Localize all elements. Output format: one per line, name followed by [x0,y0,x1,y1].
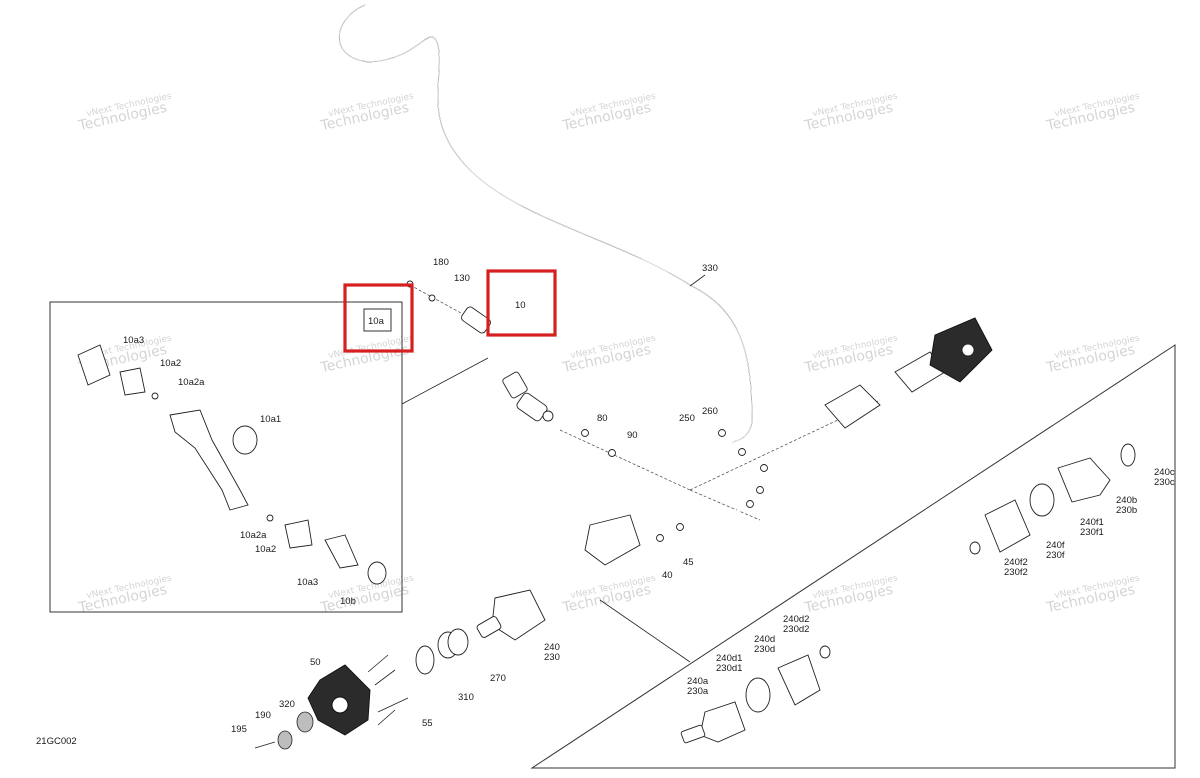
label-320: 320 [279,699,295,710]
bolts-250 [664,439,746,529]
label-190: 190 [255,710,271,721]
label-270: 270 [490,673,506,684]
label-240d1: 240d1 [716,653,742,664]
label-130: 130 [454,273,470,284]
label-240f2: 240f2 [1004,557,1028,568]
label-10a3-bot: 10a3 [297,577,318,588]
inset-frame [49,301,403,613]
label-230f1: 230f1 [1080,527,1104,538]
breather-hose [339,4,753,443]
nuts-260 [718,429,768,508]
label-90: 90 [627,430,638,441]
detail-pointer [599,599,691,663]
label-240: 240 [544,642,560,653]
nut-80 [581,429,589,437]
inset-parts [77,344,387,585]
label-230f: 230f [1046,550,1065,561]
label-10a: 10a [368,316,385,327]
label-10a1: 10a1 [260,414,281,425]
callout-labels: 180 130 10 330 10a 10a3 10a2 10a2a 10a1 … [36,257,1175,747]
nut-40 [656,534,664,542]
label-330: 330 [702,263,718,274]
nut-320 [296,711,314,733]
lower-drive-shaft [476,514,641,641]
washer-90 [608,449,616,457]
label-10a2a-top: 10a2a [178,377,205,388]
label-240d: 240d [754,634,775,645]
leader-line [689,274,706,287]
watermark: Technologies vNext Technologies [1044,573,1141,616]
label-240f: 240f [1046,540,1065,551]
highlight-box-10a [343,283,414,353]
watermark: Technologies vNext Technologies [318,573,415,616]
label-80: 80 [597,413,608,424]
assembly-axis [409,284,881,521]
label-45: 45 [683,557,694,568]
watermark: Technologies vNext Technologies [560,91,657,134]
watermark: Technologies vNext Technologies [560,333,657,376]
bearing-270 [437,628,469,659]
label-240c: 240c [1154,467,1175,478]
watermark: Technologies vNext Technologies [802,333,899,376]
label-230: 230 [544,652,560,663]
ring-310 [415,645,435,675]
label-180: 180 [433,257,449,268]
watermark: Technologies vNext Technologies [560,573,657,616]
label-195: 195 [231,724,247,735]
watermark: Technologies vNext Technologies [802,91,899,134]
watermark: Technologies vNext Technologies [318,333,415,376]
label-240a: 240a [687,676,709,687]
label-230c: 230c [1154,477,1175,488]
label-240d2: 240d2 [783,614,809,625]
label-55: 55 [422,718,433,729]
label-10a2a-bot: 10a2a [240,530,267,541]
label-260: 260 [702,406,718,417]
watermark: Technologies vNext Technologies [76,573,173,616]
fitting-130 [428,294,436,302]
inset-pointer [401,357,489,405]
label-10a3-top: 10a3 [123,335,144,346]
label-230d: 230d [754,644,775,655]
label-240f1: 240f1 [1080,517,1104,528]
watermark: Technologies vNext Technologies [76,91,173,134]
breather-hose-inner [339,4,753,443]
label-230b: 230b [1116,505,1137,516]
cotter-pin-195 [254,741,276,749]
label-230d2: 230d2 [783,624,809,635]
washer-190 [277,730,293,750]
label-240b: 240b [1116,495,1137,506]
label-40: 40 [662,570,673,581]
watermark: Technologies vNext Technologies [1044,91,1141,134]
label-250: 250 [679,413,695,424]
label-10b: 10b [340,596,356,607]
label-230a: 230a [687,686,709,697]
label-10a2-top: 10a2 [160,358,181,369]
label-310: 310 [458,692,474,703]
label-10a2-bot: 10a2 [255,544,276,555]
wheel-hub [307,664,371,736]
upper-drive-shaft [819,317,993,429]
label-10: 10 [515,300,526,311]
washer-45 [676,523,684,531]
watermark: Technologies vNext Technologies [1044,333,1141,376]
detail-parts [680,443,1136,744]
label-230f2: 230f2 [1004,567,1028,578]
highlight-box-10 [486,269,557,337]
label-230d1: 230d1 [716,663,742,674]
wheel-studs-55 [367,654,409,726]
label-50: 50 [310,657,321,668]
detail-frame [530,344,1176,769]
watermark: Technologies vNext Technologies [318,91,415,134]
diagram-code: 21GC002 [36,736,77,747]
propeller-shaft [461,306,554,422]
reference-box-10a [363,308,392,332]
